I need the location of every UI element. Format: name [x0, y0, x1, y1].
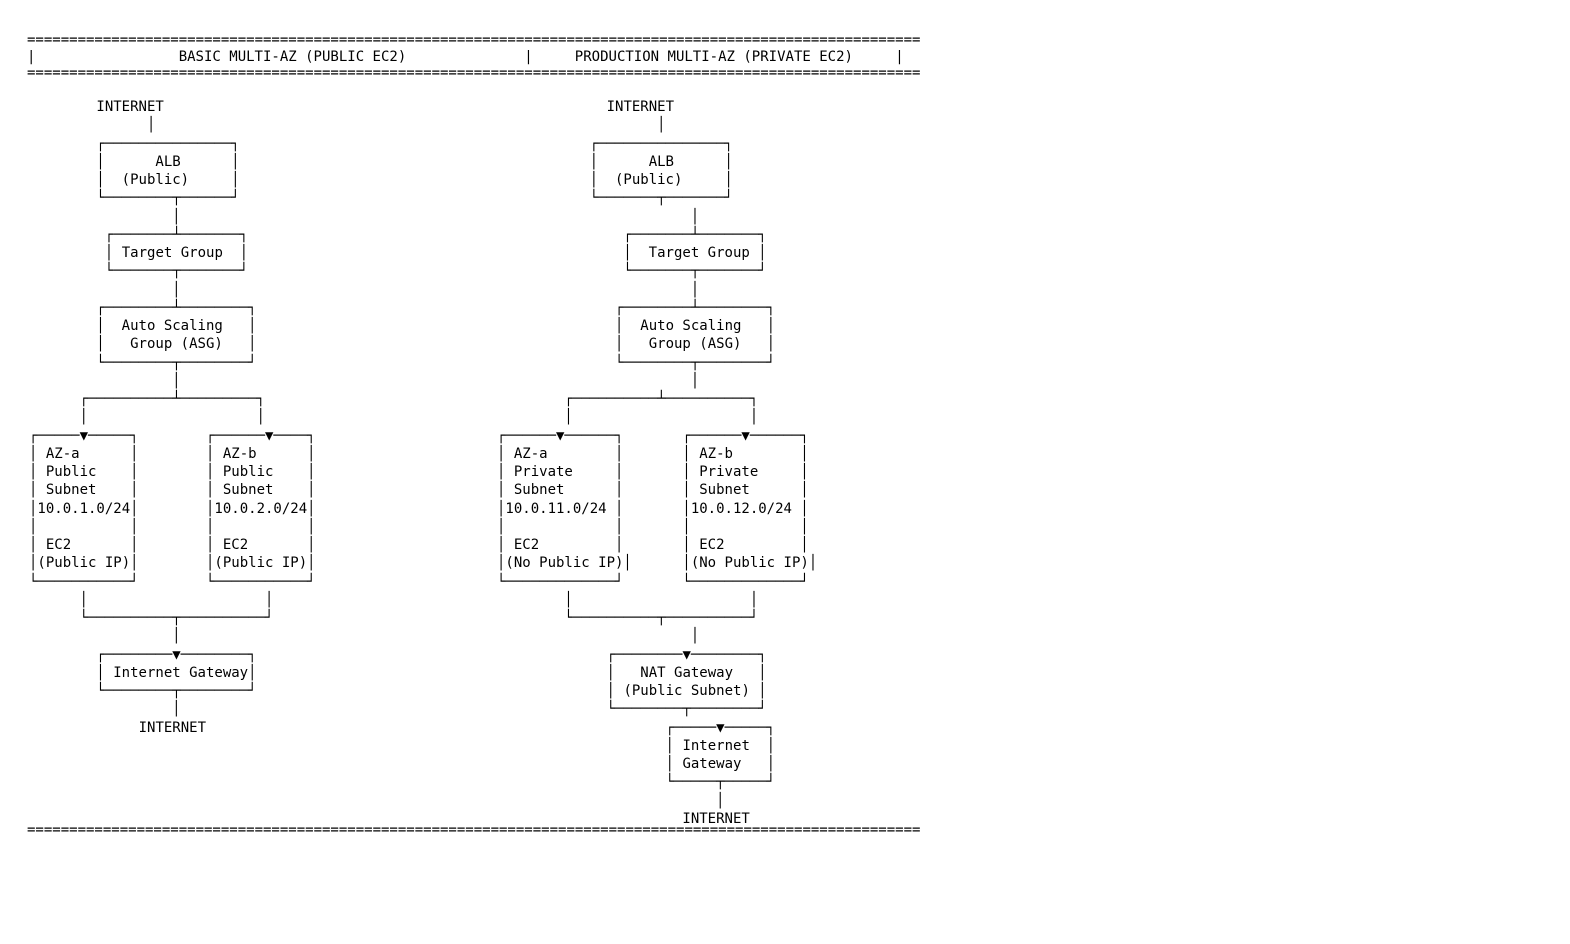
header-border-pipe-left: |: [27, 48, 36, 65]
target-group-box-basic: ┌───────┴───────┐ │ Target Group │ └────…: [104, 226, 249, 280]
internet-label-top-production: INTERNET: [606, 99, 675, 115]
panel-title-production: PRODUCTION MULTI-AZ (PRIVATE EC2): [574, 48, 853, 65]
subnet-az-b-box-production: ┌──────▼──────┐ │ AZ-b │ │ Private │ │ S…: [682, 427, 818, 590]
header-border-pipe-right: |: [895, 48, 904, 65]
join-connector-basic: │ │ └──────────┬──────────┘ │: [79, 591, 274, 645]
connector-igw-internet-basic: │: [172, 701, 181, 718]
subnet-az-a-box-basic: ┌─────▼─────┐ │ AZ-a │ │ Public │ │ Subn…: [29, 427, 139, 590]
connector-target-group-asg-basic: │: [172, 281, 181, 298]
asg-box-basic: ┌────────┴────────┐ │ Auto Scaling │ │ G…: [96, 299, 257, 371]
header-border-pipe-middle: |: [524, 48, 533, 65]
internet-gateway-box-basic: ┌────────▼────────┐ │ Internet Gateway│ …: [96, 646, 257, 700]
join-connector-production: │ │ └──────────┬──────────┘ │: [564, 591, 759, 645]
connector-internet-alb-basic: │: [147, 117, 156, 134]
internet-label-bottom-basic: INTERNET: [138, 719, 207, 736]
connector-internet-alb-production: │: [657, 117, 666, 134]
header-separator-bottom: ========================================…: [27, 65, 921, 81]
footer-separator: ========================================…: [27, 822, 921, 838]
panel-title-basic: BASIC MULTI-AZ (PUBLIC EC2): [178, 48, 407, 65]
subnet-az-b-box-basic: ┌──────▼────┐ │ AZ-b │ │ Public │ │ Subn…: [206, 427, 316, 590]
subnet-az-a-box-production: ┌──────▼──────┐ │ AZ-a │ │ Private │ │ S…: [497, 427, 632, 590]
connector-target-group-asg-production: │: [690, 281, 700, 298]
connector-alb-target-group-production: │: [690, 208, 700, 225]
alb-box-production: ┌───────────────┐ │ ALB │ │ (Public) │ └…: [589, 135, 733, 207]
connector-igw-internet-production: │: [716, 792, 725, 809]
connector-alb-target-group-basic: │: [172, 208, 181, 225]
branch-connector-basic: │ ┌──────────┴─────────┐ │ │: [79, 372, 266, 426]
header-separator-top: ========================================…: [27, 32, 921, 48]
nat-gateway-box-production: ┌────────▼────────┐ │ NAT Gateway │ │ (P…: [606, 646, 767, 718]
internet-label-bottom-production: INTERNET: [682, 810, 750, 827]
branch-connector-production: │ ┌──────────┴──────────┐ │ │: [564, 372, 759, 426]
internet-gateway-box-production: ┌─────▼─────┐ │ Internet │ │ Gateway │ └…: [665, 719, 776, 791]
alb-box-basic: ┌───────────────┐ │ ALB │ │ (Public) │ └…: [96, 135, 240, 207]
asg-box-production: ┌────────┴────────┐ │ Auto Scaling │ │ G…: [615, 299, 776, 371]
internet-label-top-basic: INTERNET: [96, 99, 164, 115]
target-group-box-production: ┌───────┴───────┐ │ Target Group │ └────…: [623, 226, 767, 280]
